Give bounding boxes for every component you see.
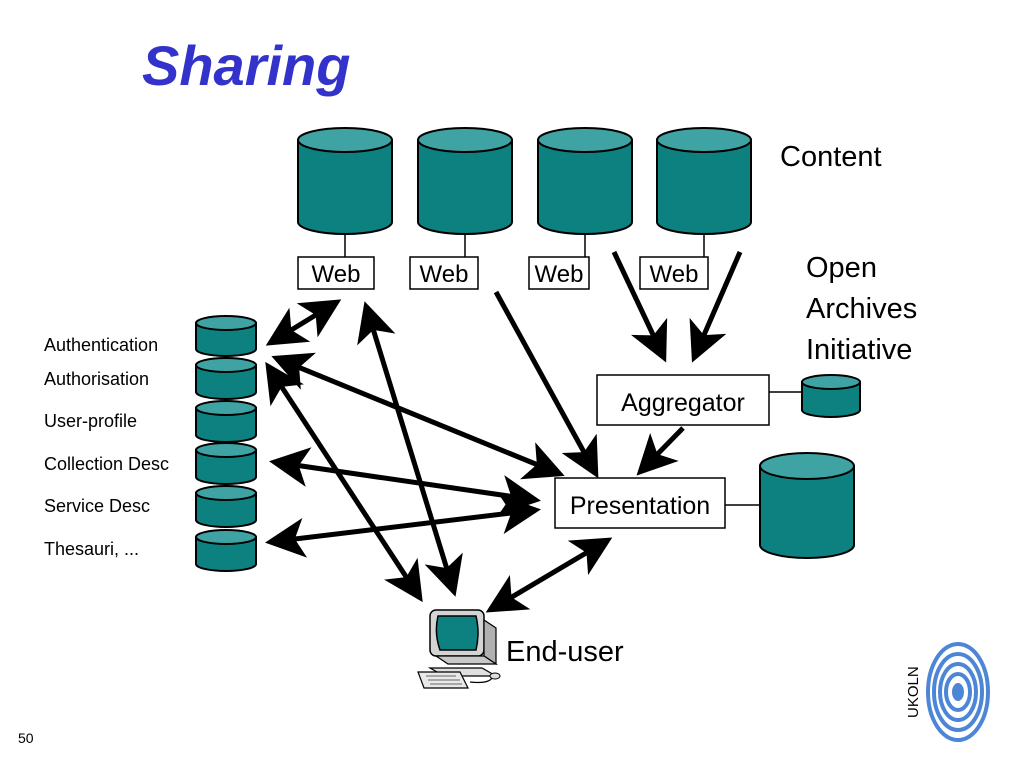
- service-label-service-desc: Service Desc: [44, 496, 150, 516]
- web-label-1: Web: [312, 261, 361, 288]
- arrow-web4-aggregator: [689, 251, 743, 363]
- aggregator-database: [801, 374, 861, 418]
- arrow-web1-authentication: [265, 299, 342, 346]
- arrow-web2-presentation: [493, 290, 599, 479]
- presentation-label: Presentation: [570, 492, 710, 520]
- arrow-collection-presentation: [269, 447, 541, 515]
- service-label-collection-desc: Collection Desc: [44, 454, 169, 474]
- service-db-service-desc: [195, 485, 257, 528]
- service-label-authorisation: Authorisation: [44, 369, 149, 389]
- arrow-thesauri-presentation: [265, 494, 541, 558]
- aggregator-label: Aggregator: [621, 389, 745, 417]
- oai-label-line-2: Archives: [806, 293, 917, 325]
- service-db-authentication: [195, 315, 257, 357]
- arrow-web3-aggregator: [611, 250, 668, 363]
- aggregator-box: Aggregator: [596, 374, 770, 426]
- arrow-web1-enduser: [357, 301, 463, 597]
- web-box-1: Web: [297, 256, 375, 290]
- presentation-box: Presentation: [554, 477, 726, 529]
- content-label: Content: [780, 141, 882, 173]
- web-box-3: Web: [528, 256, 590, 290]
- web-label-2: Web: [420, 261, 469, 288]
- service-db-collection-desc: [195, 442, 257, 485]
- slide-number: 50: [18, 730, 34, 746]
- service-label-user-profile: User-profile: [44, 411, 137, 431]
- web-box-2: Web: [409, 256, 479, 290]
- content-database-1: [297, 127, 393, 235]
- service-label-thesauri: Thesauri, ...: [44, 539, 139, 559]
- ukoln-logo-text: UKOLN: [905, 666, 922, 718]
- arrow-enduser-presentation: [485, 537, 613, 613]
- service-db-authorisation: [195, 357, 257, 400]
- presentation-database: [759, 452, 855, 559]
- arrow-authorisation-presentation: [271, 352, 565, 480]
- service-label-authentication: Authentication: [44, 335, 158, 355]
- content-database-3: [537, 127, 633, 235]
- web-box-4: Web: [639, 256, 709, 290]
- content-database-4: [656, 127, 752, 235]
- content-database-2: [417, 127, 513, 235]
- arrows: [265, 250, 743, 613]
- slide-title: Sharing: [142, 34, 351, 97]
- web-label-4: Web: [650, 261, 699, 288]
- computer-icon: [417, 609, 501, 689]
- oai-label-line-1: Open: [806, 252, 877, 284]
- end-user-label: End-user: [506, 636, 624, 668]
- arrow-aggregator-presentation: [636, 426, 685, 476]
- ukoln-logo-icon: [926, 642, 990, 742]
- web-label-3: Web: [535, 261, 584, 288]
- oai-label-line-3: Initiative: [806, 334, 912, 366]
- service-db-user-profile: [195, 400, 257, 443]
- service-db-thesauri: [195, 529, 257, 572]
